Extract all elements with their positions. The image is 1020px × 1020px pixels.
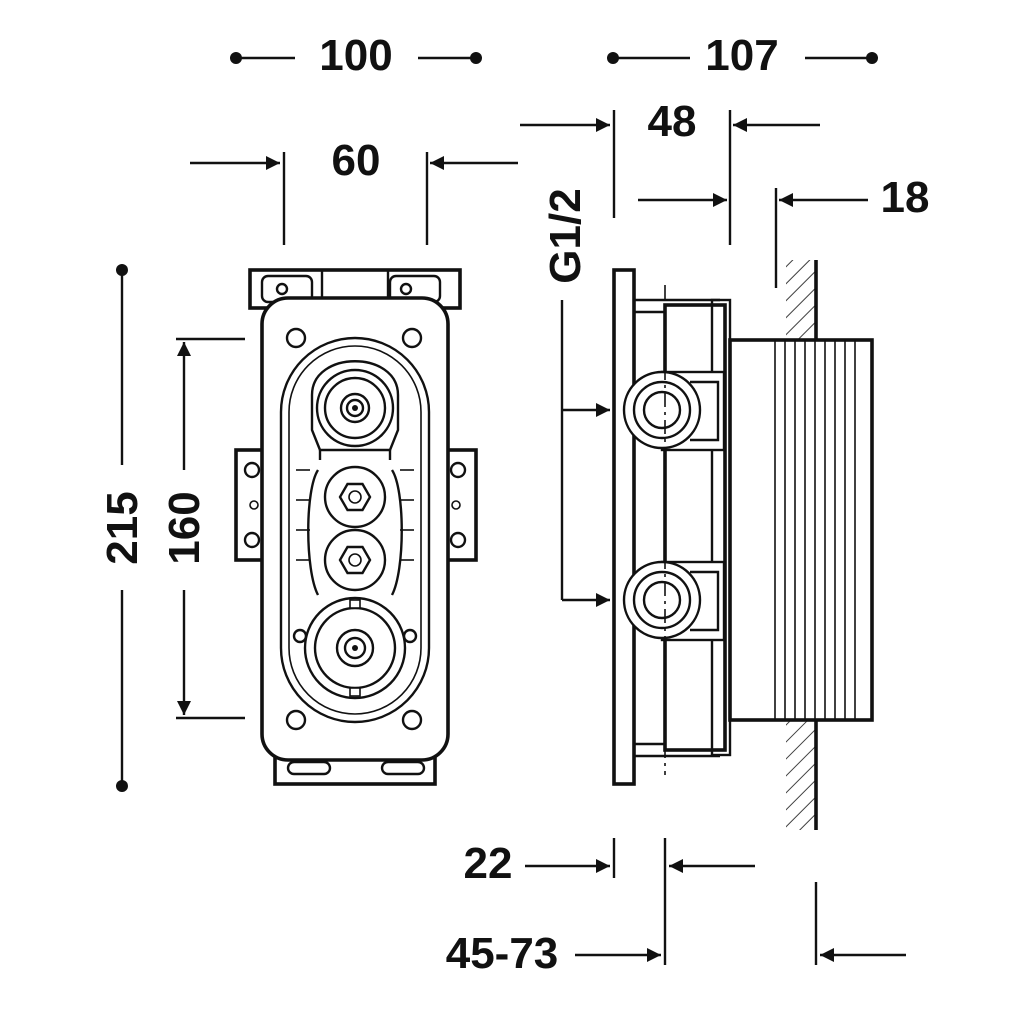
dim-depth-body-label: 48 bbox=[648, 97, 697, 146]
dim-width-front: 100 bbox=[230, 31, 482, 80]
threaded-sleeve bbox=[728, 338, 874, 722]
dim-install-depth: 45-73 bbox=[446, 882, 906, 978]
inlet-lower bbox=[622, 560, 726, 642]
dim-total-height-label: 215 bbox=[98, 491, 147, 564]
dim-flange-depth: 22 bbox=[464, 838, 755, 965]
dim-depth-body: 48 bbox=[520, 97, 820, 245]
front-view bbox=[234, 268, 478, 786]
dim-wall-offset: 18 bbox=[638, 173, 929, 288]
housing-inner bbox=[279, 336, 431, 724]
dim-inner-width-label: 60 bbox=[332, 136, 381, 185]
corner-holes bbox=[285, 327, 423, 731]
dim-flange-depth-label: 22 bbox=[464, 839, 513, 888]
dim-wall-offset-label: 18 bbox=[881, 173, 930, 222]
dim-width-side-label: 107 bbox=[705, 31, 778, 80]
dim-width-side: 107 bbox=[607, 31, 878, 80]
nut-upper bbox=[323, 465, 387, 529]
dim-total-height: 215 bbox=[98, 264, 147, 792]
dim-install-depth-label: 45-73 bbox=[446, 929, 559, 978]
dim-width-front-label: 100 bbox=[319, 31, 392, 80]
top-cartridge bbox=[310, 360, 400, 460]
bottom-cartridge bbox=[292, 596, 418, 700]
dim-thread: G1/2 bbox=[541, 188, 610, 607]
dim-inner-height: 160 bbox=[160, 337, 245, 720]
dim-inner-height-label: 160 bbox=[160, 491, 209, 564]
dim-thread-label: G1/2 bbox=[541, 188, 590, 283]
inlet-upper bbox=[622, 370, 726, 452]
nut-lower bbox=[323, 528, 387, 592]
dim-inner-width: 60 bbox=[190, 136, 518, 245]
flange-plate bbox=[612, 268, 636, 786]
side-view bbox=[612, 260, 874, 830]
